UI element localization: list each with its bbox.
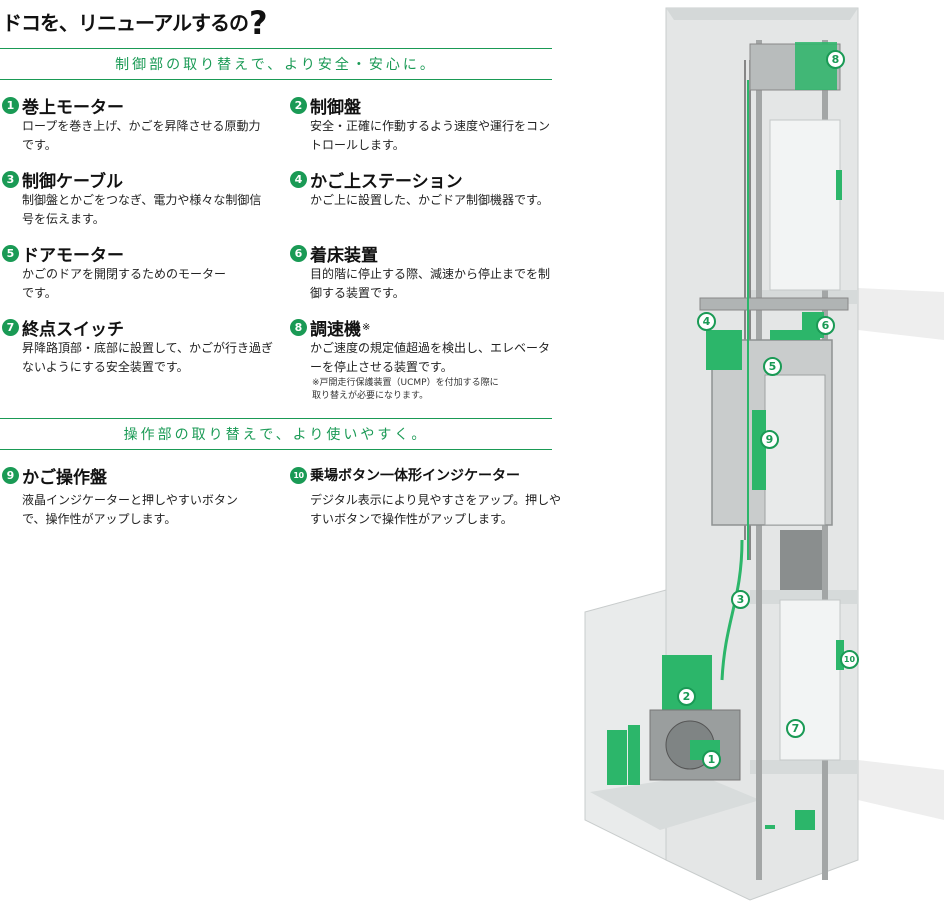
item-desc: 安全・正確に作動するよう速度や運行をコントロールします。	[310, 119, 551, 152]
limit-switch-part	[795, 810, 815, 830]
item-name: かご操作盤	[22, 467, 107, 488]
item-desc: かご速度の規定値超過を検出し、エレベーターを停止させる装置です。	[310, 341, 551, 374]
door-motor-part	[770, 330, 820, 340]
page-title: ドコを、リニューアルするの?	[2, 4, 268, 42]
number-badge: 2	[290, 96, 307, 114]
number-badge: 3	[2, 170, 19, 188]
number-badge: 1	[2, 96, 19, 114]
callout-2: 2	[677, 687, 696, 706]
item-desc: デジタル表示により見やすさをアップ。押しやすいボタンで操作性がアップします。	[310, 493, 562, 526]
section-heading-control: 制御部の取り替えで、より安全・安心に。	[0, 48, 552, 80]
counterweight	[780, 530, 822, 590]
shaft-top	[666, 8, 858, 20]
control-cable	[720, 539, 744, 681]
number-badge: 5	[2, 244, 19, 262]
item-name: 制御ケーブル	[22, 171, 123, 192]
number-badge: 10	[290, 466, 307, 484]
item-name: 着床装置	[310, 245, 378, 266]
car-top-frame	[699, 297, 849, 311]
hall-indicator-part	[836, 170, 842, 200]
callout-10: 10	[840, 650, 859, 669]
item-name: ドアモーター	[22, 245, 124, 266]
number-badge: 6	[290, 244, 307, 262]
callout-4: 4	[697, 312, 716, 331]
item-desc: 目的階に停止する際、減速から停止までを制御する装置です。	[310, 267, 551, 300]
callout-5: 5	[763, 357, 782, 376]
floor-slab	[750, 760, 858, 774]
item-note: ※戸開走行保護装置（UCMP）を付加する際に 取り替えが必要になります。	[312, 378, 499, 401]
machine-room-floor	[590, 775, 760, 830]
pit-equipment-part	[628, 725, 640, 785]
floor-slab-shadow	[858, 288, 944, 340]
pit-equipment-part	[607, 730, 627, 785]
item-name: かご上ステーション	[310, 171, 463, 192]
item-name: 巻上モーター	[22, 97, 124, 118]
callout-6: 6	[816, 316, 835, 335]
item-name: 制御盤	[310, 97, 361, 118]
callout-7: 7	[786, 719, 805, 738]
footnote-mark: ※	[362, 321, 371, 333]
number-badge: 4	[290, 170, 307, 188]
callout-8: 8	[826, 50, 845, 69]
item-desc: 制御盤とかごをつなぎ、電力や様々な制御信号を伝えます。	[22, 193, 262, 226]
car-top-station-part	[706, 330, 742, 370]
item-desc: 昇降路頂部・底部に設置して、かごが行き過ぎないようにする安全装置です。	[22, 341, 274, 374]
callout-3: 3	[731, 590, 750, 609]
item-name: 乗場ボタン一体形インジケーター	[310, 468, 520, 484]
floor-slab-shadow	[858, 760, 944, 820]
callout-9: 9	[760, 430, 779, 449]
number-badge: 7	[2, 318, 19, 336]
section-heading-operation: 操作部の取り替えで、より使いやすく。	[0, 418, 552, 450]
landing-door	[769, 119, 841, 291]
limit-switch-part	[765, 825, 775, 829]
item-desc: かご上に設置した、かごドア制御機器です。	[310, 193, 549, 207]
item-desc: かごのドアを開閉するためのモーターです。	[22, 267, 227, 300]
item-name: 終点スイッチ	[22, 319, 124, 340]
callout-1: 1	[702, 750, 721, 769]
item-desc: ロープを巻き上げ、かごを昇降させる原動力です。	[22, 119, 261, 152]
item-name: 調速機	[310, 319, 361, 340]
car-door	[764, 374, 826, 526]
number-badge: 9	[2, 466, 19, 484]
number-badge: 8	[290, 318, 307, 336]
car-panel-part	[752, 410, 766, 490]
item-desc: 液晶インジケーターと押しやすいボタンで、操作性がアップします。	[22, 493, 238, 526]
